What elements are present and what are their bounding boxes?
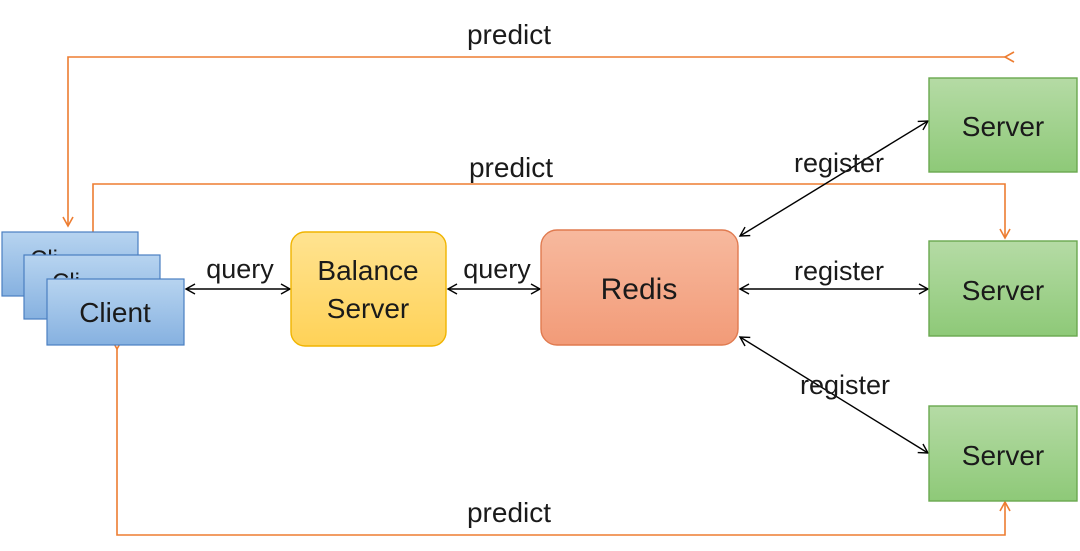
- redis-label: Redis: [601, 273, 678, 306]
- server-mid-label: Server: [962, 275, 1044, 306]
- register-edge-bottom: [738, 336, 930, 454]
- query-label-balance-redis: query: [463, 254, 531, 284]
- client-label: Client: [79, 297, 151, 328]
- predict-edge-bottom: [111, 339, 1011, 536]
- redis-node: Redis: [540, 229, 739, 346]
- server-top-label: Server: [962, 111, 1044, 142]
- predict-edge-mid: [87, 183, 1011, 262]
- predict-label-bottom: predict: [467, 497, 551, 528]
- client-node: [46, 278, 185, 346]
- client-stack: Cli Cli Client: [1, 231, 185, 346]
- server-node-bottom: Server: [928, 405, 1078, 502]
- register-label-top: register: [794, 148, 884, 178]
- register-edge-top: [738, 120, 930, 237]
- register-label-mid: register: [794, 256, 884, 286]
- balance-server-label-line2: Server: [327, 293, 409, 324]
- register-label-bottom: register: [800, 370, 890, 400]
- server-bottom-label: Server: [962, 440, 1044, 471]
- predict-label-top: predict: [467, 19, 551, 50]
- query-label-client-balance: query: [206, 254, 274, 284]
- balance-server-label-line1: Balance: [317, 255, 418, 286]
- server-node-top: Server: [928, 77, 1078, 173]
- predict-edge-top: [62, 51, 1015, 228]
- balance-server-node: Balance Server: [290, 231, 447, 347]
- predict-label-mid: predict: [469, 152, 553, 183]
- server-node-mid: Server: [928, 240, 1078, 337]
